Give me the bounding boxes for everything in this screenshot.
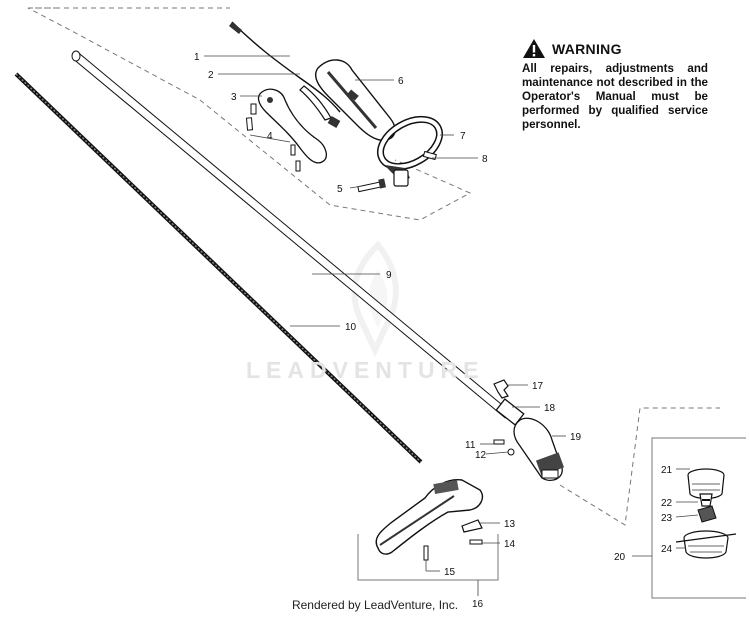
callout-2: 2 bbox=[208, 70, 214, 81]
drive-shaft bbox=[14, 72, 423, 464]
trimmer-head-bracket bbox=[651, 437, 746, 599]
gear-head bbox=[513, 417, 565, 482]
shaft-clamp bbox=[495, 398, 525, 426]
callout-7: 7 bbox=[460, 131, 466, 142]
callout-21: 21 bbox=[661, 465, 673, 476]
callout-17: 17 bbox=[532, 381, 544, 392]
washer-12 bbox=[507, 448, 515, 456]
screws-4 bbox=[245, 103, 301, 172]
callout-23: 23 bbox=[661, 513, 673, 524]
screw-8 bbox=[422, 150, 437, 161]
callout-labels: 1 2 3 4 5 6 7 8 9 10 11 12 13 14 15 16 1… bbox=[194, 52, 673, 610]
throttle-trigger bbox=[257, 88, 328, 164]
callout-13: 13 bbox=[504, 519, 516, 530]
screw-11 bbox=[493, 439, 505, 445]
callout-1: 1 bbox=[194, 52, 200, 63]
handle-housing bbox=[314, 59, 396, 141]
callout-10: 10 bbox=[345, 322, 357, 333]
head-connection-line bbox=[559, 407, 720, 526]
shaft-tube bbox=[71, 50, 511, 419]
throttle-cable-end bbox=[229, 22, 242, 34]
watermark-text: LEADVENTURE bbox=[246, 357, 485, 383]
callout-12: 12 bbox=[475, 450, 487, 461]
guard-bracket bbox=[357, 534, 499, 581]
callout-3: 3 bbox=[231, 92, 237, 103]
loop-handle bbox=[377, 115, 443, 187]
warning-header: WARNING bbox=[522, 38, 708, 59]
warning-box: WARNING All repairs, adjustments and mai… bbox=[522, 38, 708, 132]
callout-20: 20 bbox=[614, 552, 626, 563]
trigger-pivot bbox=[267, 97, 273, 103]
callout-6: 6 bbox=[398, 76, 404, 87]
handle-housing-inner bbox=[326, 71, 378, 129]
handle-group-outline bbox=[27, 7, 472, 221]
callout-19: 19 bbox=[570, 432, 582, 443]
wing-screw bbox=[493, 379, 509, 399]
callout-22: 22 bbox=[661, 498, 673, 509]
callout-8: 8 bbox=[482, 154, 488, 165]
callout-16: 16 bbox=[472, 599, 484, 610]
lever-clip bbox=[327, 116, 341, 128]
callout-24: 24 bbox=[661, 544, 673, 555]
callout-15: 15 bbox=[444, 567, 456, 578]
bolt-5 bbox=[357, 178, 386, 193]
trimmer-head-assembly bbox=[675, 468, 737, 559]
warning-text: All repairs, adjustments and maintenance… bbox=[522, 62, 708, 131]
guard-assembly bbox=[375, 479, 484, 561]
warning-title: WARNING bbox=[552, 40, 622, 57]
rendered-by-footer: Rendered by LeadVenture, Inc. bbox=[291, 598, 459, 612]
callout-11: 11 bbox=[465, 440, 476, 451]
callout-14: 14 bbox=[504, 539, 516, 550]
callout-9: 9 bbox=[386, 270, 392, 281]
housing-switch bbox=[347, 89, 359, 101]
callout-18: 18 bbox=[544, 403, 556, 414]
leader-lines bbox=[204, 55, 699, 596]
callout-5: 5 bbox=[337, 184, 343, 195]
throttle-cable bbox=[231, 21, 341, 113]
callout-4: 4 bbox=[267, 131, 273, 142]
warning-triangle-icon bbox=[523, 39, 545, 58]
